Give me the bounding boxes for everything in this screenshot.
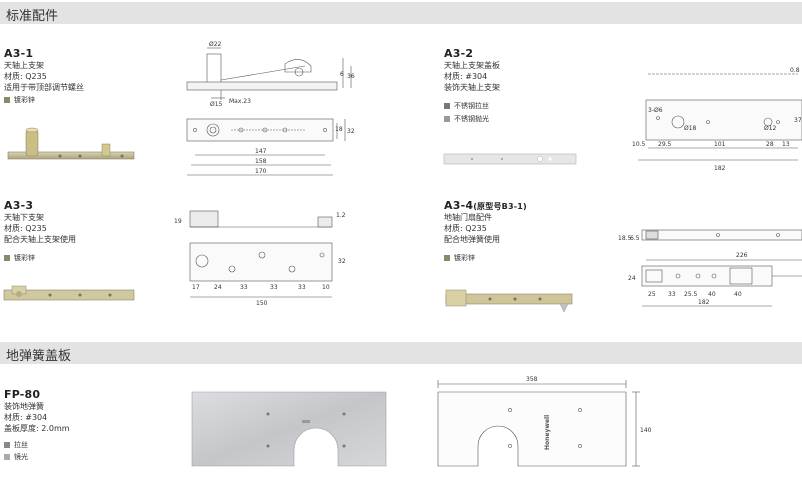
drawing-a3-1-top: 18 32 147 158 170 xyxy=(186,118,355,176)
dim-label: 37 xyxy=(794,117,802,124)
dim-label: 6 xyxy=(340,71,344,78)
dim-label: 0.8 xyxy=(790,67,800,74)
finish-item: 镀彩锌 xyxy=(4,96,35,105)
dim-label: 226 xyxy=(736,252,748,259)
product-note: 适用于带顶部调节螺丝 xyxy=(4,83,84,92)
product-desc: 天轴上支架盖板 xyxy=(444,61,500,70)
dim-label: 36 xyxy=(347,73,355,80)
dim-label: 24 xyxy=(214,284,222,291)
dim-label: 10.5 xyxy=(632,141,646,148)
finish-swatch xyxy=(444,103,450,109)
product-code-fp-80: FP-80 xyxy=(4,388,41,401)
finish-swatch xyxy=(4,454,10,460)
dim-label: 25 xyxy=(648,291,656,298)
product-code-a3-1: A3-1 xyxy=(4,47,34,60)
dim-label: 13 xyxy=(782,141,790,148)
finish-item: 镀彩锌 xyxy=(4,254,35,263)
product-material: 材质: #304 xyxy=(444,72,488,81)
product-photo-fp-80 xyxy=(191,391,387,467)
finish-swatch xyxy=(4,255,10,261)
dim-label: Ø18 xyxy=(684,125,697,132)
product-photo-a3-2 xyxy=(443,153,577,165)
finish-item: 镜光 xyxy=(4,453,28,462)
dim-label: 40 xyxy=(708,291,716,298)
dim-label: 33 xyxy=(240,284,248,291)
product-desc: 天轴下支架 xyxy=(4,213,44,222)
dim-label: Ø15 xyxy=(210,101,223,108)
dim-label: 19 xyxy=(174,218,182,225)
dim-label: 182 xyxy=(698,299,710,306)
product-material: 材质: Q235 xyxy=(4,72,47,81)
product-code-a3-4: A3-4(原型号B3-1) xyxy=(444,199,527,212)
product-photo-a3-3 xyxy=(3,285,135,301)
dim-label: Ø12 xyxy=(764,125,777,132)
dim-label: 182 xyxy=(714,165,726,172)
section-header-standard-parts: 标准配件 xyxy=(0,2,802,24)
product-photo-a3-4 xyxy=(445,289,573,313)
brand-mark: Honeywell xyxy=(544,415,551,450)
product-note: 装饰天轴上支架 xyxy=(444,83,500,92)
dim-label: 358 xyxy=(526,376,538,383)
product-note: 配合地弹簧使用 xyxy=(444,235,500,244)
dim-label: 33 xyxy=(668,291,676,298)
product-code-a3-3: A3-3 xyxy=(4,199,34,212)
dim-label: 18 xyxy=(335,126,343,133)
dim-label: 17 xyxy=(192,284,200,291)
drawing-a3-1-side: Ø22 Ø15 Max.23 6 36 xyxy=(186,41,355,108)
dim-label: 33 xyxy=(270,284,278,291)
product-note: 盖板厚度: 2.0mm xyxy=(4,424,70,433)
finish-swatch xyxy=(444,116,450,122)
product-desc: 装饰地弹簧 xyxy=(4,402,44,411)
dim-label: 32 xyxy=(338,258,346,265)
dim-label: 10 xyxy=(322,284,330,291)
product-code-note: (原型号B3-1) xyxy=(473,202,527,211)
finish-item: 不锈钢拉丝 xyxy=(444,102,489,111)
finish-item: 不锈钢抛光 xyxy=(444,115,489,124)
product-code-a3-2: A3-2 xyxy=(444,47,474,60)
product-note: 配合天轴上支架使用 xyxy=(4,235,76,244)
dim-label: 101 xyxy=(714,141,726,148)
product-desc: 地轴门扇配件 xyxy=(444,213,492,222)
dim-label: 29.5 xyxy=(658,141,672,148)
drawing-a3-4: 18.5 6.5 24 226 25 33 25.5 40 40 182 xyxy=(618,229,802,307)
section-header-floor-spring-cover: 地弹簧盖板 xyxy=(0,342,802,364)
drawing-fp-80: 358 140 Honeywell xyxy=(437,376,652,467)
dim-label: 1.2 xyxy=(336,212,346,219)
dim-label: 18.5 xyxy=(618,235,632,242)
product-desc: 天轴上支架 xyxy=(4,61,44,70)
dim-label: Max.23 xyxy=(229,98,251,105)
dim-label: 170 xyxy=(255,168,267,175)
product-photo-a3-1 xyxy=(7,127,135,160)
dim-label: 158 xyxy=(255,158,267,165)
dim-label: 140 xyxy=(640,427,652,434)
dim-label: 33 xyxy=(298,284,306,291)
dim-label: 150 xyxy=(256,300,268,307)
drawing-a3-2: 3-Ø6 Ø18 Ø12 0.8 37 10.5 29.5 101 28 13 … xyxy=(632,67,802,172)
product-material: 材质: #304 xyxy=(4,413,48,422)
dim-label: 32 xyxy=(347,128,355,135)
dim-label: 24 xyxy=(628,275,636,282)
section-title: 标准配件 xyxy=(6,9,59,24)
product-material: 材质: Q235 xyxy=(4,224,47,233)
finish-item: 拉丝 xyxy=(4,441,28,450)
dim-label: 28 xyxy=(766,141,774,148)
drawing-a3-3: 19 1.2 32 17 24 33 33 33 10 150 xyxy=(174,210,346,307)
finish-item: 镀彩锌 xyxy=(444,254,475,263)
finish-swatch xyxy=(444,255,450,261)
section-title: 地弹簧盖板 xyxy=(6,349,72,364)
dim-label: 147 xyxy=(255,148,267,155)
dim-label: 3-Ø6 xyxy=(648,107,663,114)
finish-swatch xyxy=(4,97,10,103)
dim-label: 25.5 xyxy=(684,291,698,298)
finish-swatch xyxy=(4,442,10,448)
dim-label: 6.5 xyxy=(630,235,640,242)
dim-label: Ø22 xyxy=(209,41,222,48)
dim-label: 40 xyxy=(734,291,742,298)
product-material: 材质: Q235 xyxy=(444,224,487,233)
